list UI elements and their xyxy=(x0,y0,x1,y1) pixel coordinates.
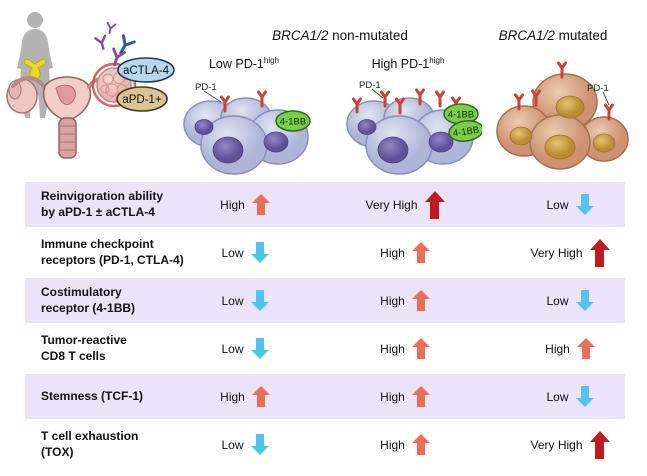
row-label: Reinvigoration ability by aPD-1 ± aCTLA-… xyxy=(41,188,164,219)
subheader-high-pd1: High PD-1high xyxy=(371,56,445,72)
antibody-icons xyxy=(94,21,136,67)
table-cell: Low xyxy=(195,290,295,311)
trend-arrow-icon xyxy=(250,242,269,263)
table-row: Stemness (TCF-1) High High Low xyxy=(25,374,625,419)
value-label: High xyxy=(220,389,245,404)
value-label: Very High xyxy=(530,245,583,260)
trend-arrow-icon xyxy=(576,338,595,359)
value-label: High xyxy=(380,437,405,452)
value-label: High xyxy=(380,293,405,308)
trend-arrow-icon xyxy=(411,386,430,407)
trend-arrow-icon xyxy=(575,290,594,311)
pd1-label: PD-1 xyxy=(587,83,609,94)
value-label: Low xyxy=(546,197,569,212)
trend-arrow-icon xyxy=(251,194,270,215)
table-cell: Low xyxy=(195,434,295,455)
pd1-receptor-icons xyxy=(514,61,614,121)
value-label: Low xyxy=(546,389,569,404)
actla4-label-oval: aCTLA-4 xyxy=(117,57,175,83)
brca-gene-text: BRCA1/2 xyxy=(498,28,555,43)
trend-arrow-icon xyxy=(589,430,610,459)
comparison-table: Reinvigoration ability by aPD-1 ± aCTLA-… xyxy=(25,182,625,470)
trend-arrow-icon xyxy=(411,434,430,455)
trend-arrow-icon xyxy=(251,386,270,407)
svg-text:4-1BB: 4-1BB xyxy=(448,110,474,121)
table-cell: Low xyxy=(515,386,625,407)
apd1-label-oval: aPD-1+ xyxy=(116,86,168,112)
table-cell: Very High xyxy=(515,430,625,459)
value-label: Very High xyxy=(530,437,583,452)
cell-cluster-low-pd1: PD-1 4-1BB xyxy=(183,82,311,175)
table-row: Immune checkpoint receptors (PD-1, CTLA-… xyxy=(25,230,625,275)
table-row: Costimulatory receptor (4-1BB) Low High … xyxy=(25,278,625,323)
table-cell: High xyxy=(295,290,515,311)
value-label: High xyxy=(380,389,405,404)
row-label: Tumor-reactive CD8 T cells xyxy=(41,332,127,363)
costim-41bb-oval: 4-1BB xyxy=(448,120,482,142)
pd1-label: PD-1 xyxy=(359,80,381,91)
pd1-receptor-icons xyxy=(220,90,267,113)
pd1-label: PD-1 xyxy=(195,82,217,93)
cell-cluster-mutated: PD-1 xyxy=(496,61,629,170)
row-label: T cell exhaustion (TOX) xyxy=(41,428,139,459)
svg-text:aPD-1+: aPD-1+ xyxy=(122,94,162,106)
costim-41bb-oval: 4-1BB xyxy=(275,110,311,132)
trend-arrow-icon xyxy=(575,194,594,215)
pd1-receptor-icons xyxy=(352,88,461,115)
table-row: T cell exhaustion (TOX) Low High Very Hi… xyxy=(25,422,625,467)
cell-cluster-high-pd1: PD-1 4-1BB 4-1BB xyxy=(346,80,482,175)
table-cell: High xyxy=(295,338,515,359)
brca-gene-text: BRCA1/2 xyxy=(272,28,329,43)
table-cell: Low xyxy=(195,338,295,359)
anatomy-illustration: aCTLA-4 aPD-1+ xyxy=(6,12,175,159)
value-label: Low xyxy=(221,245,244,260)
table-cell: High xyxy=(295,386,515,407)
trend-arrow-icon xyxy=(424,190,445,219)
trend-arrow-icon xyxy=(575,386,594,407)
table-cell: High xyxy=(515,338,625,359)
value-label: High xyxy=(545,341,570,356)
table-cell: Low xyxy=(515,290,625,311)
svg-text:4-1BB: 4-1BB xyxy=(452,125,480,140)
table-cell: High xyxy=(195,386,295,407)
trend-arrow-icon xyxy=(250,434,269,455)
table-cell: Low xyxy=(515,194,625,215)
table-cell: Low xyxy=(195,242,295,263)
table-cell: High xyxy=(295,242,515,263)
table-cell: High xyxy=(295,434,515,455)
trend-arrow-icon xyxy=(250,290,269,311)
uterus-illustration xyxy=(6,62,137,159)
trend-arrow-icon xyxy=(589,238,610,267)
table-cell: Very High xyxy=(295,190,515,219)
value-label: Low xyxy=(546,293,569,308)
value-label: Very High xyxy=(365,197,418,212)
value-label: High xyxy=(220,197,245,212)
row-label: Costimulatory receptor (4-1BB) xyxy=(41,284,136,315)
svg-text:4-1BB: 4-1BB xyxy=(280,117,306,128)
value-label: High xyxy=(380,341,405,356)
value-label: Low xyxy=(221,293,244,308)
svg-text:aCTLA-4: aCTLA-4 xyxy=(123,65,170,77)
header-brca-mutated: BRCA1/2 mutated xyxy=(498,28,608,43)
trend-arrow-icon xyxy=(411,338,430,359)
value-label: Low xyxy=(221,341,244,356)
trend-arrow-icon xyxy=(411,290,430,311)
trend-arrow-icon xyxy=(411,242,430,263)
trend-arrow-icon xyxy=(250,338,269,359)
value-label: High xyxy=(380,245,405,260)
header-brca-non-mutated: BRCA1/2 non-mutated xyxy=(272,28,408,43)
table-row: Tumor-reactive CD8 T cells Low High High xyxy=(25,326,625,371)
table-cell: High xyxy=(195,194,295,215)
value-label: Low xyxy=(221,437,244,452)
row-label: Immune checkpoint receptors (PD-1, CTLA-… xyxy=(41,236,184,267)
row-label: Stemness (TCF-1) xyxy=(41,388,144,403)
table-cell: Very High xyxy=(515,238,625,267)
table-row: Reinvigoration ability by aPD-1 ± aCTLA-… xyxy=(25,182,625,227)
subheader-low-pd1: Low PD-1high xyxy=(208,56,279,72)
